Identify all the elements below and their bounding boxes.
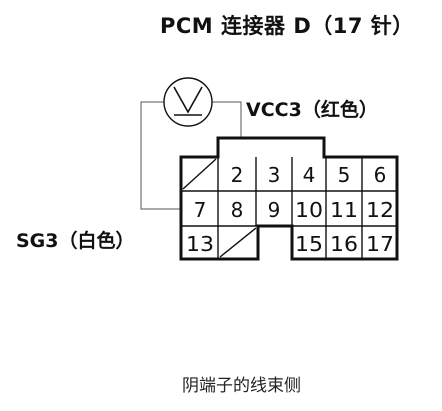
- blank-pin-14: [219, 227, 257, 258]
- pin-numbers: 2 3 4 5 6 7 8 9 10 11 12 13 15 16 17: [186, 163, 394, 256]
- connector-housing: [179, 136, 399, 261]
- diagram-title: PCM 连接器 D（17 针）: [160, 14, 414, 38]
- voltmeter-icon: [163, 77, 213, 127]
- pin-label: 3: [268, 163, 281, 187]
- pin-label: 4: [303, 163, 316, 187]
- view-caption: 阴端子的线束侧: [182, 376, 301, 396]
- pin-label: 16: [330, 232, 358, 256]
- pin-label: 6: [374, 163, 387, 187]
- pin-label: 11: [330, 198, 358, 222]
- blank-pin-1: [182, 158, 217, 190]
- sg3-label: SG3（白色）: [16, 230, 135, 252]
- pin-label: 7: [194, 198, 207, 222]
- pin-label: 8: [231, 198, 244, 222]
- pin-label: 15: [295, 232, 323, 256]
- pin-label: 13: [186, 232, 214, 256]
- pin-label: 12: [366, 198, 394, 222]
- wire-sg3: [140, 101, 181, 210]
- pin-label: 5: [338, 163, 351, 187]
- pin-label: 17: [366, 232, 394, 256]
- pin-label: 9: [268, 198, 281, 222]
- pin-label: 2: [231, 163, 244, 187]
- vcc3-label: VCC3（红色）: [246, 99, 378, 121]
- pin-label: 10: [295, 198, 323, 222]
